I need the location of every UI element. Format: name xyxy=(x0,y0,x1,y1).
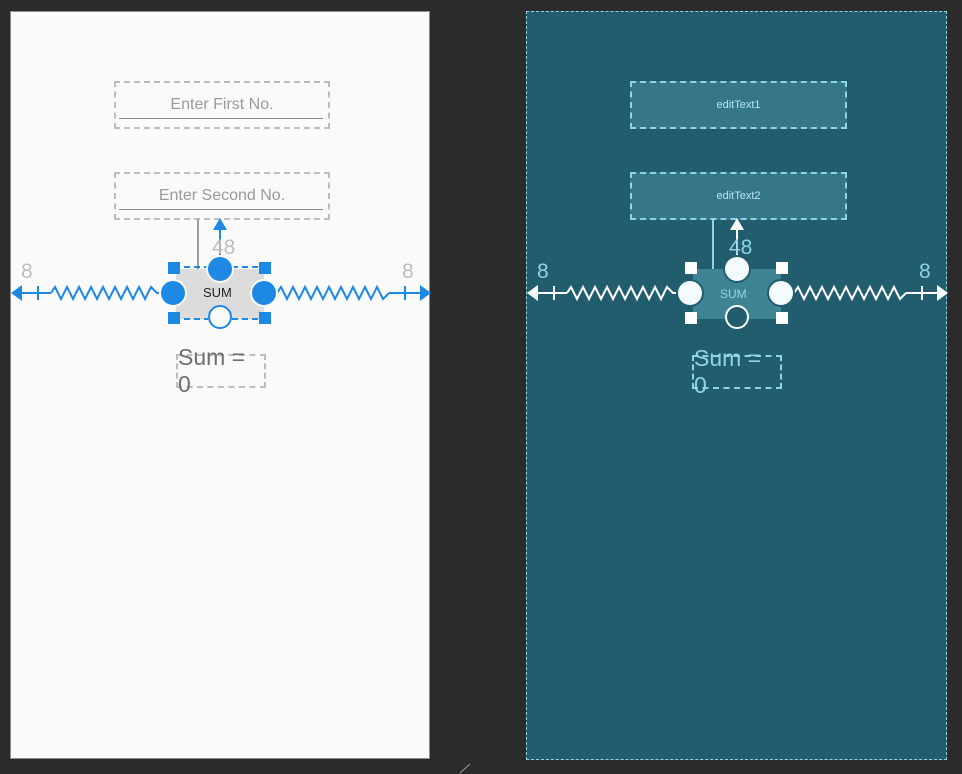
design-constraint-overlay xyxy=(11,218,431,329)
resize-grip-icon[interactable] xyxy=(458,762,474,774)
left-arrowhead xyxy=(527,285,538,301)
resize-handle-top-right[interactable] xyxy=(776,262,788,274)
resize-handle-bottom-left[interactable] xyxy=(685,312,697,324)
left-spring-constraint xyxy=(50,284,161,302)
sum-button-body xyxy=(176,269,264,319)
right-arrowhead xyxy=(937,285,948,301)
top-anchor[interactable] xyxy=(723,255,751,283)
right-arrowhead xyxy=(420,285,431,301)
sum-button[interactable]: SUM xyxy=(720,287,747,301)
left-margin-value: 8 xyxy=(537,260,549,283)
resize-handle-bottom-right[interactable] xyxy=(776,312,788,324)
first-number-placeholder: Enter First No. xyxy=(170,96,274,113)
second-number-input[interactable]: Enter Second No. xyxy=(114,172,330,220)
blueprint-view-canvas[interactable]: editText1 editText2 SUM 8 8 48 Sum = 0 xyxy=(526,11,948,760)
resize-handle-bottom-left[interactable] xyxy=(168,312,180,324)
top-constraint-arrowhead xyxy=(730,218,744,230)
left-margin-value: 8 xyxy=(21,260,33,283)
right-anchor[interactable] xyxy=(250,279,278,307)
blueprint-constraint-overlay xyxy=(527,218,948,329)
edittext2-outline[interactable]: editText2 xyxy=(630,172,847,220)
left-spring-constraint xyxy=(566,284,679,302)
top-constraint-arrowhead xyxy=(213,218,227,230)
top-margin-value: 48 xyxy=(212,236,236,259)
sum-button[interactable]: SUM xyxy=(203,285,232,300)
input-underline xyxy=(119,209,323,210)
right-anchor[interactable] xyxy=(767,279,795,307)
right-margin-value: 8 xyxy=(402,260,414,283)
right-margin-value: 8 xyxy=(919,260,931,283)
sum-result-text: Sum = 0 xyxy=(176,344,266,397)
edittext1-outline[interactable]: editText1 xyxy=(630,81,847,129)
sum-button-outline xyxy=(693,269,781,319)
resize-handle-bottom-right[interactable] xyxy=(259,312,271,324)
sum-result-text: Sum = 0 xyxy=(692,345,782,398)
top-margin-value: 48 xyxy=(729,236,753,259)
edittext2-id: editText2 xyxy=(716,190,761,202)
left-arrowhead xyxy=(11,285,22,301)
bottom-anchor[interactable] xyxy=(208,305,232,329)
bottom-anchor[interactable] xyxy=(725,305,749,329)
design-view-canvas[interactable]: Enter First No. Enter Second No. xyxy=(10,11,431,759)
first-number-input[interactable]: Enter First No. xyxy=(114,81,330,129)
input-underline xyxy=(119,118,323,119)
resize-handle-top-right[interactable] xyxy=(259,262,271,274)
second-number-placeholder: Enter Second No. xyxy=(158,187,286,204)
resize-handle-top-left[interactable] xyxy=(168,262,180,274)
right-spring-constraint xyxy=(276,284,390,302)
right-spring-constraint xyxy=(793,284,907,302)
left-anchor[interactable] xyxy=(159,279,187,307)
top-anchor[interactable] xyxy=(206,255,234,283)
edittext1-id: editText1 xyxy=(716,99,761,111)
left-anchor[interactable] xyxy=(676,279,704,307)
resize-handle-top-left[interactable] xyxy=(685,262,697,274)
